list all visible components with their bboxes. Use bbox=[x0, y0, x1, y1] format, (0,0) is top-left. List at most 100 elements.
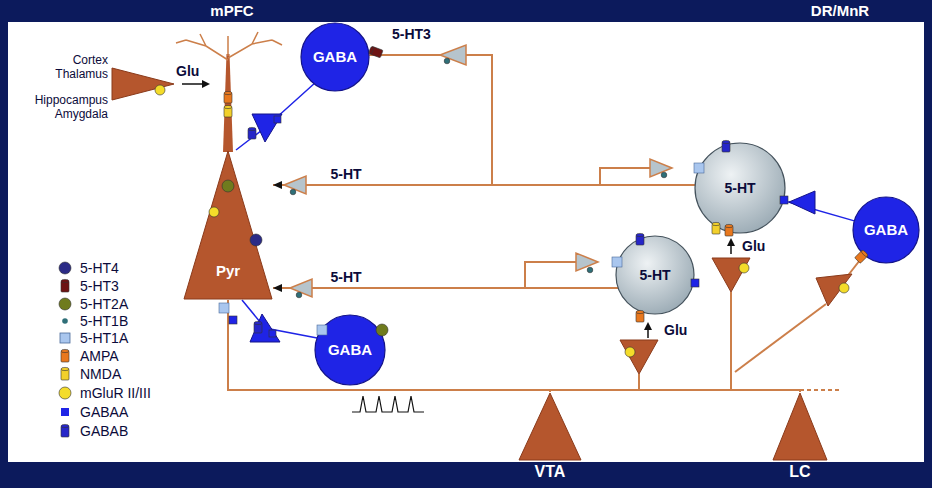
recurrent-collateral bbox=[525, 262, 576, 288]
transmitter-label: Glu bbox=[742, 237, 765, 255]
glu-arrow bbox=[730, 245, 732, 254]
source-region: Amygdala bbox=[55, 107, 108, 121]
legend-swatch bbox=[56, 422, 74, 440]
legend-item: 5-HT1A bbox=[56, 329, 128, 347]
receptors bbox=[155, 46, 868, 357]
5ht2a-receptor bbox=[222, 180, 234, 192]
gabab-receptor bbox=[248, 127, 256, 139]
legend-item: 5-HT3 bbox=[56, 277, 119, 295]
legend-item: 5-HT2A bbox=[56, 295, 128, 313]
legend-item: AMPA bbox=[56, 347, 119, 365]
node-text-box: GABA bbox=[300, 22, 370, 92]
axon-continuation bbox=[800, 389, 842, 391]
dendritic-tree bbox=[176, 32, 282, 60]
node-label: GABA bbox=[328, 341, 372, 358]
node-label: VTA bbox=[535, 463, 566, 481]
node-text-box: 5-HT bbox=[615, 235, 695, 315]
5ht1b-receptor bbox=[296, 292, 302, 298]
source-region: Hippocampus bbox=[35, 93, 108, 107]
mglur-receptor bbox=[739, 263, 749, 273]
axon-terminal bbox=[284, 176, 306, 194]
glu-arrowhead bbox=[644, 322, 652, 330]
legend-swatch bbox=[56, 365, 74, 383]
glutamate-neuron bbox=[620, 340, 658, 374]
node-outline bbox=[772, 392, 828, 460]
node-label: GABA bbox=[313, 48, 357, 65]
connector-line bbox=[242, 300, 317, 338]
receptor-label: 5-HT3 bbox=[392, 26, 431, 42]
source-region: Thalamus bbox=[0, 64, 108, 82]
connector bbox=[236, 84, 314, 150]
ampa-receptor bbox=[224, 91, 232, 103]
legend-swatch bbox=[56, 295, 74, 313]
node-label: LC bbox=[789, 463, 810, 481]
cell-body bbox=[184, 151, 272, 299]
legend-label: AMPA bbox=[80, 348, 119, 364]
legend-label: GABAA bbox=[80, 404, 128, 420]
legend-swatch bbox=[56, 259, 74, 277]
gaba-terminal bbox=[250, 314, 280, 342]
apical-dendrite bbox=[223, 54, 233, 152]
node-text-box: LC bbox=[772, 462, 828, 482]
ampa-receptor bbox=[725, 224, 733, 236]
gaba-terminal bbox=[789, 191, 815, 214]
5ht1a-receptor bbox=[317, 325, 327, 335]
legend-swatch bbox=[56, 329, 74, 347]
mglur-receptor bbox=[209, 207, 219, 217]
connector-line bbox=[369, 55, 695, 185]
glu-arrowhead bbox=[727, 238, 735, 246]
connector bbox=[242, 300, 317, 338]
gaba-terminals bbox=[250, 114, 815, 342]
node-text-box: VTA bbox=[518, 462, 582, 482]
node-label: GABA bbox=[864, 221, 908, 238]
arrowhead bbox=[273, 181, 282, 189]
source-region: Cortex bbox=[73, 53, 108, 67]
gabab-receptor bbox=[636, 233, 644, 245]
gabaa-receptor bbox=[691, 279, 699, 287]
arrowhead bbox=[273, 284, 282, 292]
legend-item: NMDA bbox=[56, 365, 121, 383]
node-text-box: 5-HT bbox=[694, 142, 786, 234]
glu-arrow bbox=[182, 83, 204, 85]
region-title: mPFC bbox=[210, 2, 253, 19]
glu-arrow bbox=[647, 329, 649, 338]
5ht4-receptor bbox=[250, 234, 262, 246]
legend-label: NMDA bbox=[80, 366, 121, 382]
legend-label: 5-HT1B bbox=[80, 313, 128, 329]
connector bbox=[228, 300, 800, 392]
axon-branch bbox=[638, 374, 640, 390]
legend-swatch bbox=[56, 277, 74, 295]
5ht3-receptor bbox=[368, 46, 383, 58]
receptor-label: 5-HT3 bbox=[392, 25, 431, 43]
ampa-receptor bbox=[855, 250, 869, 264]
connector bbox=[228, 300, 550, 392]
transmitter-label: Glu bbox=[742, 238, 765, 254]
cell-body bbox=[695, 143, 785, 233]
cell-body bbox=[773, 393, 827, 460]
legend-label: 5-HT1A bbox=[80, 330, 128, 346]
gabab-receptor bbox=[254, 321, 262, 333]
transmitter-label: Glu bbox=[664, 321, 687, 339]
transmitter-label: Glu bbox=[176, 62, 199, 80]
connector-line bbox=[273, 287, 618, 289]
gabaa-receptor bbox=[269, 330, 276, 337]
gabaa-receptor bbox=[780, 196, 788, 204]
5ht1a-receptor bbox=[694, 163, 704, 173]
legend-swatch bbox=[56, 384, 74, 402]
gaba-terminal bbox=[252, 114, 282, 142]
transmitter-label: 5-HT bbox=[328, 269, 363, 285]
ampa-receptor bbox=[636, 310, 644, 322]
connector bbox=[273, 284, 618, 292]
legend-item: 5-HT4 bbox=[56, 259, 119, 277]
glu-arrowhead bbox=[202, 80, 210, 88]
axon-branch bbox=[735, 304, 826, 372]
pyramidal-neuron: Pyr bbox=[183, 150, 273, 300]
spike-train bbox=[352, 396, 424, 412]
vta-neuron: VTA bbox=[518, 392, 582, 482]
legend-item: 5-HT1B bbox=[56, 312, 128, 330]
transmitter-label: 5-HT bbox=[328, 166, 363, 182]
